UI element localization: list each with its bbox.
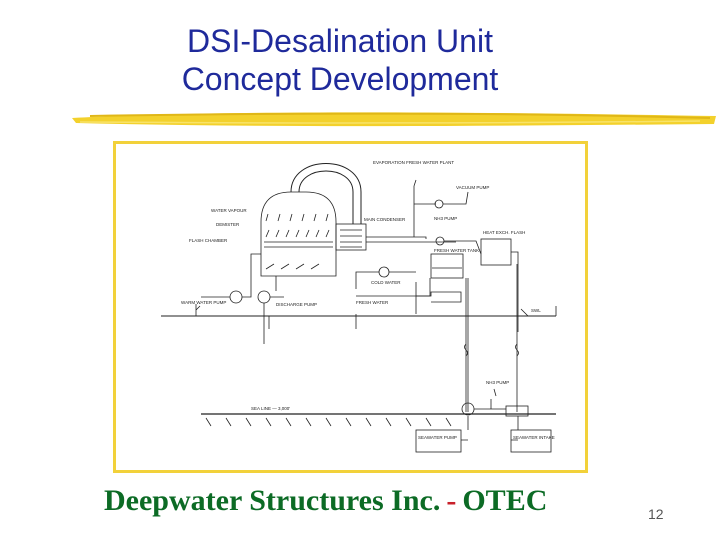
slide-title: DSI-Desalination Unit Concept Developmen…	[120, 22, 560, 98]
discharge-pump	[257, 290, 271, 304]
diagram-svg: EVAPORATION FRESH WATER PLANT WATER VAPO…	[161, 160, 557, 453]
footer-dash: -	[446, 484, 457, 517]
label-vac-pump: VACUUM PUMP	[456, 185, 489, 190]
label-sea-line: SEA LINE — 3,000'	[251, 406, 290, 411]
label-evaporation-plant: EVAPORATION FRESH WATER PLANT	[373, 160, 454, 165]
label-nh3-pump: NH3 PUMP	[434, 216, 457, 221]
heat-exchanger	[480, 238, 512, 266]
label-discharge: DISCHARGE PUMP	[276, 302, 317, 307]
label-main-condenser: MAIN CONDENSER	[364, 217, 406, 222]
label-seawater-pump: SEAWATER PUMP	[418, 435, 457, 440]
label-cold-water: COLD WATER	[371, 280, 401, 285]
label-fresh-water: FRESH WATER	[356, 300, 389, 305]
label-demister: DEMISTER	[216, 222, 240, 227]
desalination-diagram: EVAPORATION FRESH WATER PLANT WATER VAPO…	[113, 141, 588, 473]
footer-company: Deepwater Structures Inc.-OTEC	[104, 484, 547, 518]
label-fresh-water-tank: FRESH WATER TANK	[434, 248, 479, 253]
title-line-2: Concept Development	[181, 61, 499, 97]
main-condenser	[335, 223, 367, 251]
seawater-intake-right	[510, 429, 552, 453]
title-line-1: DSI-Desalination Unit	[187, 23, 493, 59]
footer-part3: OTEC	[462, 484, 548, 517]
vapour-duct	[290, 163, 362, 224]
vacuum-pump	[434, 199, 444, 209]
footer-part2: Structures Inc.	[249, 484, 441, 517]
label-seawater-intake: SEAWATER INTAKE	[513, 435, 555, 440]
page-number: 12	[648, 506, 664, 522]
seawater-intake-left	[415, 429, 462, 453]
label-warm-water-pump: WARM WATER PUMP	[181, 300, 226, 305]
label-water-vapour: WATER VAPOUR	[211, 208, 247, 213]
nh3-pump	[435, 236, 445, 246]
label-cold-pump: NH3 PUMP	[486, 380, 509, 385]
label-swl: SWL	[531, 308, 541, 313]
label-flash-chamber: FLASH CHAMBER	[189, 238, 228, 243]
warm-water-pump	[229, 290, 243, 304]
bottom-tank-right	[505, 405, 529, 417]
flash-chamber	[260, 191, 337, 277]
fresh-water-tank	[430, 253, 464, 279]
footer-part1: Deepwater	[104, 484, 242, 517]
yellow-brush-underline	[72, 112, 716, 127]
label-heat-exchanger: HEAT EXCH. FLASH	[483, 230, 525, 235]
